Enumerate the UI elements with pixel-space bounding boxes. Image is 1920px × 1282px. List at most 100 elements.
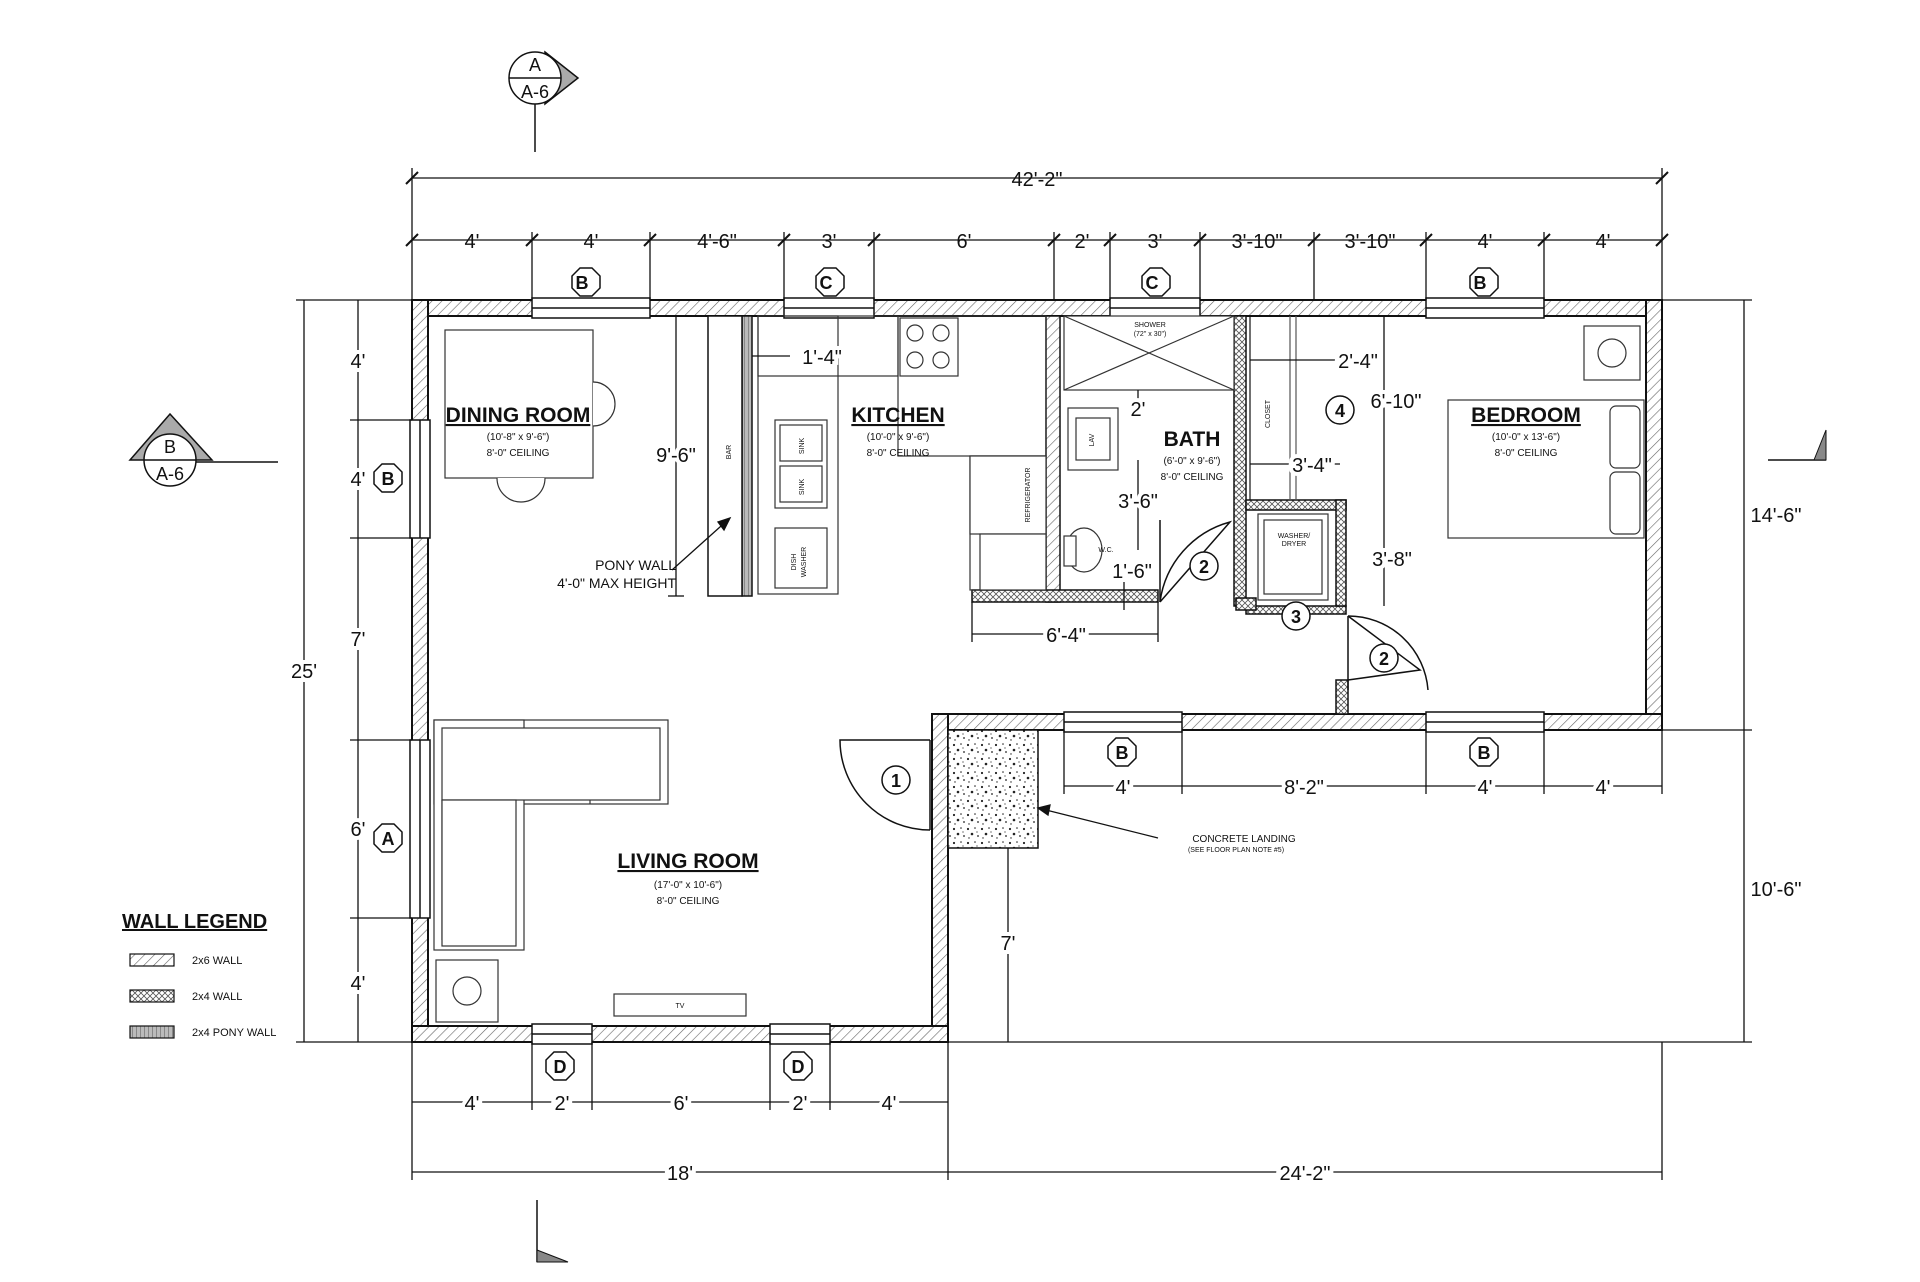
dimension-ticks — [405, 171, 1669, 247]
dim-top: 3' — [822, 231, 837, 253]
wc-label: W.C. — [1098, 547, 1113, 554]
dim-top: 4' — [584, 231, 599, 253]
legend-swatch-2x4 — [129, 989, 175, 1003]
section-b-letter: B — [164, 437, 176, 457]
dim-right-upper: 14'-6" — [1751, 505, 1802, 527]
pony-wall-height-note: 4'-0" MAX HEIGHT — [557, 575, 676, 591]
tv-label: TV — [676, 1003, 685, 1010]
sink-label: SINK — [799, 438, 806, 455]
concrete-landing-subnote: (SEE FLOOR PLAN NOTE #5) — [1188, 847, 1284, 854]
dim-top: 3' — [1148, 231, 1163, 253]
room-bedroom-name: BEDROOM — [1471, 404, 1581, 427]
closet-label: CLOSET — [1265, 399, 1272, 428]
window-tag-d: D — [554, 1057, 567, 1077]
dim-top: 3'-10" — [1232, 231, 1283, 253]
shower-label: SHOWER — [1134, 322, 1166, 329]
window-tag-symbols — [373, 267, 1499, 1081]
dim-bath-1-6: 1'-6" — [1112, 561, 1152, 583]
section-marker-b: B A-6 — [128, 412, 278, 487]
room-kitchen-ceiling: 8'-0" CEILING — [867, 448, 930, 459]
door-tag-symbols — [881, 395, 1399, 795]
room-living-ceiling: 8'-0" CEILING — [657, 896, 720, 907]
legend-item-2x4: 2x4 WALL — [192, 991, 242, 1003]
legend-swatch-pony — [129, 1025, 175, 1039]
dim-bottom-right-total: 24'-2" — [1280, 1163, 1331, 1185]
dim-porch: 4' — [1478, 777, 1493, 799]
dim-left: 4' — [351, 351, 366, 373]
window-tag-b: B — [576, 273, 589, 293]
dim-left: 6' — [351, 819, 366, 841]
dim-right-lower: 10'-6" — [1751, 879, 1802, 901]
room-living-size: (17'-0" x 10'-6") — [654, 880, 722, 891]
legend-swatch-2x6 — [129, 953, 175, 967]
section-b-sheet: A-6 — [156, 464, 184, 484]
dim-porch: 4' — [1596, 777, 1611, 799]
dim-bar-offset: 1'-4" — [802, 347, 842, 369]
dim-left: 4' — [351, 469, 366, 491]
dim-closet-2-4: 2'-4" — [1338, 351, 1378, 373]
interior-walls — [707, 315, 1349, 715]
wall-legend: WALL LEGEND 2x6 WALL 2x4 WALL 2x4 PONY W… — [122, 911, 276, 1039]
room-dining-ceiling: 8'-0" CEILING — [487, 448, 550, 459]
washer-dryer-label: WASHER/ — [1278, 533, 1310, 540]
dim-bath-3-6: 3'-6" — [1118, 491, 1158, 513]
room-living-name: LIVING ROOM — [617, 850, 758, 873]
window-tag-a: A — [382, 829, 395, 849]
dishwasher-label: DISH — [791, 554, 798, 571]
sink-label: SINK — [799, 479, 806, 496]
fixtures — [433, 315, 1645, 1023]
wall-legend-title: WALL LEGEND — [122, 911, 267, 933]
section-cut-markers — [536, 429, 1827, 1263]
dim-porch: 4' — [1116, 777, 1131, 799]
window-tag-d: D — [792, 1057, 805, 1077]
concrete-landing — [947, 729, 1039, 849]
dim-top: 3'-10" — [1345, 231, 1396, 253]
lav-label: LAV — [1089, 433, 1096, 446]
room-bedroom-size: (10'-0" x 13'-6") — [1492, 432, 1560, 443]
dim-porch: 8'-2" — [1284, 777, 1324, 799]
dim-bottom: 4' — [465, 1093, 480, 1115]
dim-top: 4' — [1478, 231, 1493, 253]
section-marker-a: A A-6 — [508, 50, 580, 152]
legend-item-2x6: 2x6 WALL — [192, 955, 242, 967]
pony-wall-note: PONY WALL — [595, 557, 676, 573]
dim-top: 2' — [1075, 231, 1090, 253]
room-dining-size: (10'-8" x 9'-6") — [487, 432, 550, 443]
windows — [409, 297, 1545, 1045]
door-tag-4: 4 — [1335, 401, 1345, 421]
dim-top: 4'-6" — [697, 231, 737, 253]
window-tag-b: B — [382, 469, 395, 489]
concrete-landing-note: CONCRETE LANDING — [1192, 834, 1296, 845]
section-a-letter: A — [529, 55, 541, 75]
room-dining-name: DINING ROOM — [446, 404, 591, 427]
window-tag-c: C — [1146, 273, 1159, 293]
dim-kitchen-6-4: 6'-4" — [1046, 625, 1086, 647]
room-bath-ceiling: 8'-0" CEILING — [1161, 472, 1224, 483]
dimension-lines — [296, 168, 1752, 1180]
room-bedroom-ceiling: 8'-0" CEILING — [1495, 448, 1558, 459]
dim-overall-top: 42'-2" — [1012, 169, 1063, 191]
dim-bottom: 2' — [793, 1093, 808, 1115]
dim-top: 4' — [465, 231, 480, 253]
shower-size-label: (72" x 30") — [1134, 331, 1167, 338]
room-bath-size: (6'-0" x 9'-6") — [1163, 456, 1220, 467]
window-tag-c: C — [820, 273, 833, 293]
dishwasher-label: WASHER — [801, 547, 808, 577]
refrigerator-label: REFRIGERATOR — [1025, 468, 1032, 523]
room-kitchen-size: (10'-0" x 9'-6") — [867, 432, 930, 443]
dim-bottom: 6' — [674, 1093, 689, 1115]
door-tag-1: 1 — [891, 771, 901, 791]
dim-left-total: 25' — [291, 661, 317, 683]
room-kitchen-name: KITCHEN — [851, 404, 944, 427]
dim-kitchen-height: 9'-6" — [656, 445, 696, 467]
section-a-sheet: A-6 — [521, 82, 549, 102]
dim-bottom: 2' — [555, 1093, 570, 1115]
dim-closet-3-4: 3'-4" — [1292, 455, 1332, 477]
doors — [839, 520, 1429, 831]
door-tag-2: 2 — [1379, 649, 1389, 669]
window-tag-b: B — [1116, 743, 1129, 763]
window-tag-b: B — [1474, 273, 1487, 293]
dim-bottom-left-total: 18' — [667, 1163, 693, 1185]
dim-closet-3-8: 3'-8" — [1372, 549, 1412, 571]
